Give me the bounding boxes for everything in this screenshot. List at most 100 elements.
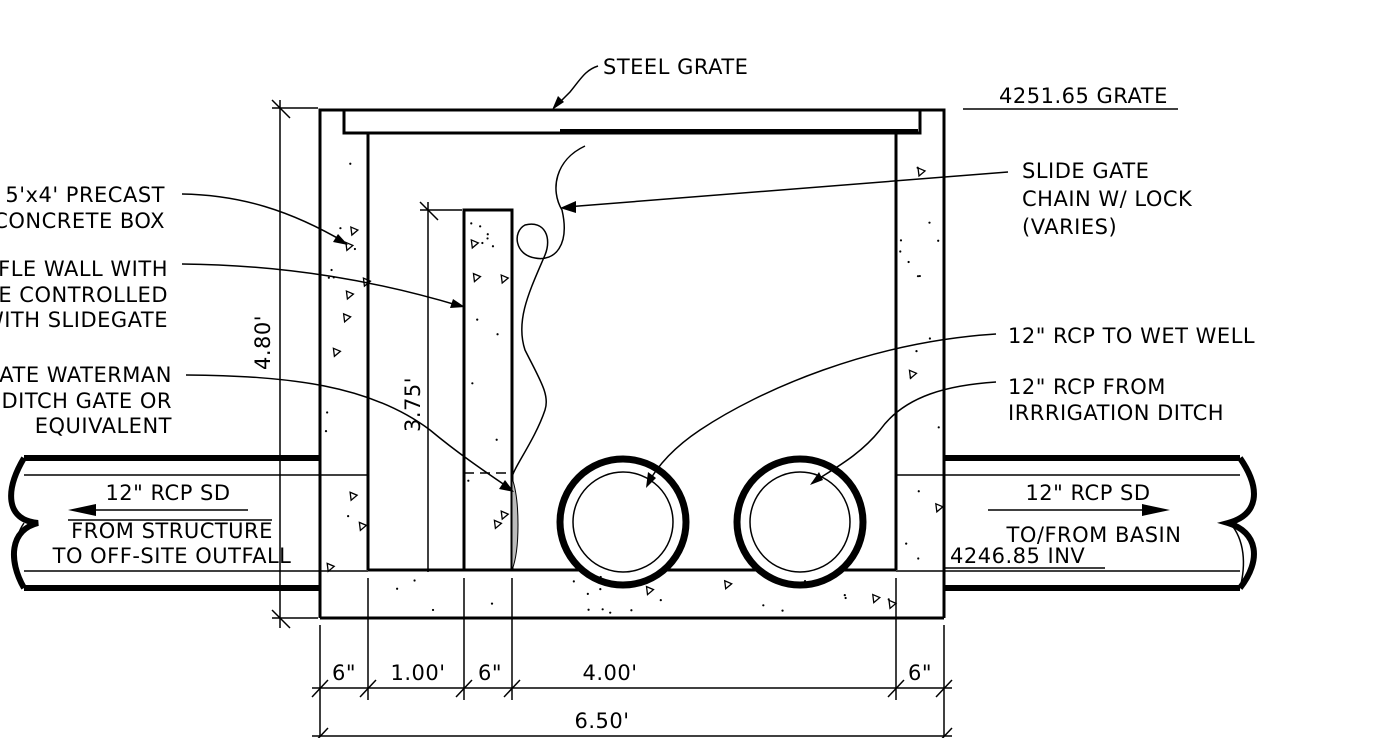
aggregate-dot xyxy=(587,608,590,611)
label-invert-elevation: 4246.85 INV xyxy=(950,544,1085,568)
dim-height-baffle: 3.75' xyxy=(401,377,425,432)
aggregate-dot xyxy=(928,221,931,224)
aggregate-triangle xyxy=(472,272,482,283)
aggregate-dot xyxy=(659,598,662,602)
aggregate-dot xyxy=(486,233,489,236)
aggregate-dot xyxy=(905,542,908,545)
rcp-to-wet-well xyxy=(556,455,690,589)
label-left-pipe-2: FROM STRUCTURE xyxy=(71,519,273,543)
aggregate-triangle xyxy=(917,166,927,178)
aggregate-triangle xyxy=(935,502,945,514)
aggregate-dot xyxy=(471,382,474,385)
aggregate-triangle xyxy=(332,347,342,358)
aggregate-triangle xyxy=(493,519,503,530)
label-rcp-irrigation-1: 12" RCP FROM xyxy=(1008,375,1166,399)
aggregate-dot xyxy=(347,515,350,518)
slide-gate-chain xyxy=(511,145,586,479)
dim-wall-right: 6" xyxy=(908,661,932,685)
aggregate-triangle xyxy=(888,599,898,610)
aggregate-dot xyxy=(495,438,498,441)
aggregate-dot xyxy=(762,604,765,607)
label-baffle-2: E CONTROLLED xyxy=(0,283,168,307)
baffle-wall xyxy=(462,208,519,571)
label-right-pipe-2: TO/FROM BASIN xyxy=(1006,523,1182,547)
label-slide-1: SLIDE GATE xyxy=(1022,159,1149,183)
aggregate-dot xyxy=(599,587,602,591)
aggregate-dot xyxy=(928,337,931,340)
aggregate-dot xyxy=(353,247,357,251)
aggregate-dot xyxy=(413,579,416,582)
aggregate-dot xyxy=(470,222,473,225)
aggregate-triangle xyxy=(350,226,360,237)
aggregate-dot xyxy=(496,333,499,336)
aggregate-dot xyxy=(599,575,602,579)
label-right-pipe-1: 12" RCP SD xyxy=(1025,481,1150,505)
aggregate-triangle xyxy=(326,562,336,573)
aggregate-dot xyxy=(479,225,482,228)
dim-height-total: 4.80' xyxy=(251,315,275,370)
label-rcp-irrigation-2: IRRRIGATION DITCH xyxy=(1008,401,1224,425)
concrete-stipple xyxy=(324,162,945,614)
label-baffle-1: FLE WALL WITH xyxy=(0,257,168,281)
aggregate-dot xyxy=(324,430,328,433)
aggregate-dot xyxy=(937,426,940,429)
aggregate-dot xyxy=(907,260,910,264)
label-left-pipe-1: 12" RCP SD xyxy=(105,481,230,505)
aggregate-dot xyxy=(476,318,479,321)
aggregate-dot xyxy=(349,162,352,165)
aggregate-dot xyxy=(609,611,612,614)
aggregate-dot xyxy=(843,594,846,597)
aggregate-dot xyxy=(915,349,918,353)
aggregate-dot xyxy=(572,580,575,583)
aggregate-triangle xyxy=(723,579,733,591)
aggregate-dot xyxy=(803,580,807,583)
label-gate-1: GATE WATERMAN xyxy=(0,363,172,387)
aggregate-dot xyxy=(339,227,342,230)
aggregate-triangle xyxy=(500,273,510,285)
label-slide-2: CHAIN W/ LOCK xyxy=(1022,187,1193,211)
label-left-pipe-3: TO OFF-SITE OUTFALL xyxy=(52,544,292,568)
aggregate-triangle xyxy=(342,312,352,324)
label-precast-2: CONCRETE BOX xyxy=(0,209,165,233)
label-rcp-wet-well: 12" RCP TO WET WELL xyxy=(1008,324,1255,348)
aggregate-dot xyxy=(330,268,333,272)
aggregate-dot xyxy=(490,602,494,605)
aggregate-dot xyxy=(916,166,919,169)
aggregate-dot xyxy=(326,411,329,414)
label-slide-3: (VARIES) xyxy=(1022,215,1117,239)
aggregate-dot xyxy=(917,557,920,560)
aggregate-dot xyxy=(899,239,903,242)
aggregate-dot xyxy=(586,592,589,596)
aggregate-dot xyxy=(918,274,921,278)
aggregate-triangle xyxy=(470,238,480,250)
right-pipe xyxy=(896,455,1257,591)
aggregate-dot xyxy=(396,587,399,590)
aggregate-dot xyxy=(844,596,847,600)
dimension-lines xyxy=(271,99,953,738)
aggregate-dot xyxy=(909,376,912,379)
aggregate-dot xyxy=(916,275,920,278)
label-baffle-3: WITH SLIDEGATE xyxy=(0,308,168,332)
leader-lines xyxy=(181,65,1178,492)
aggregate-dot xyxy=(327,276,330,279)
aggregate-dot xyxy=(481,241,484,245)
label-grate-elevation: 4251.65 GRATE xyxy=(999,84,1168,108)
label-precast-1: 5'x4' PRECAST xyxy=(5,183,165,207)
label-gate-3: EQUIVALENT xyxy=(35,414,172,438)
aggregate-triangle xyxy=(871,593,882,604)
annotations: STEEL GRATE 4251.65 GRATE 5'x4' PRECAST … xyxy=(0,55,1255,733)
aggregate-dot xyxy=(630,609,633,612)
aggregate-dot xyxy=(486,237,489,240)
dim-chamber: 4.00' xyxy=(582,661,637,685)
label-steel-grate: STEEL GRATE xyxy=(603,55,748,79)
aggregate-dot xyxy=(601,608,604,611)
rcp-from-irrigation xyxy=(733,455,867,589)
label-gate-2: DITCH GATE OR xyxy=(2,389,173,413)
dim-wall-left: 6" xyxy=(332,661,356,685)
aggregate-triangle xyxy=(500,510,510,521)
aggregate-dot xyxy=(781,609,784,612)
left-pipe xyxy=(8,455,368,591)
aggregate-dot xyxy=(899,250,902,253)
aggregate-dot xyxy=(937,239,940,242)
